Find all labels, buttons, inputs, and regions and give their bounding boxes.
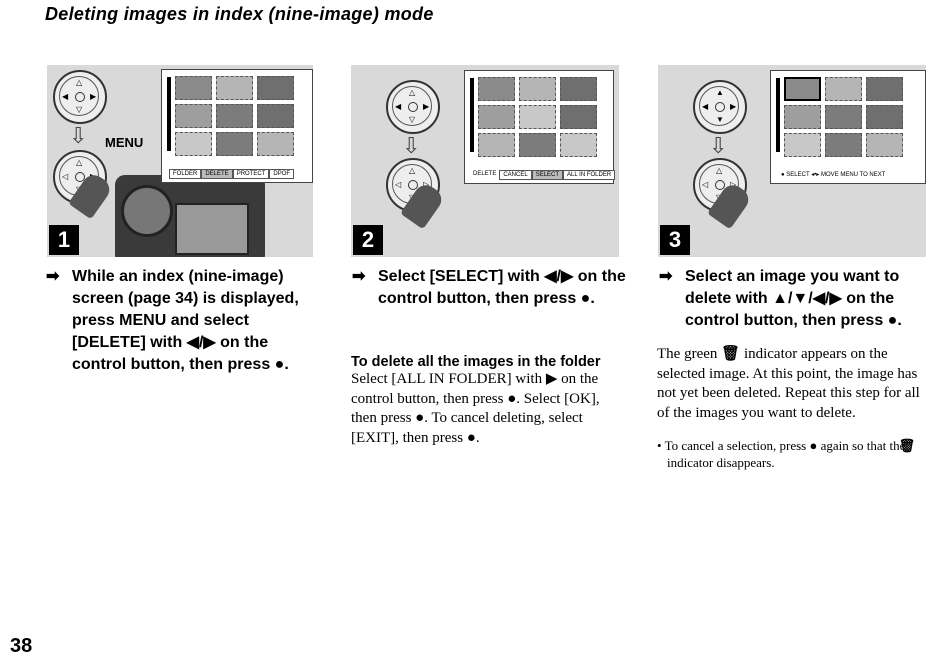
control-button-top: △▽◀▶ — [53, 70, 107, 124]
menu-label: MENU — [105, 135, 144, 150]
step-number-badge: 3 — [660, 225, 690, 255]
step3-text: ➡ Select an image you want to delete with… — [659, 266, 925, 332]
subsection-body: Select [ALL IN FOLDER] with ▶ on the con… — [351, 371, 600, 446]
down-arrow-icon: ⇩ — [69, 123, 88, 148]
control-button-top: △▽◀▶ — [386, 80, 440, 134]
step1-instruction: While an index (nine-image) screen (page… — [72, 268, 299, 373]
step1-illustration: △▽◀▶ ⇩ MENU △▽◁▶ FOLDER DELETE PROTECT D… — [47, 65, 313, 257]
index-screen: FOLDER DELETE PROTECT DPOF — [161, 69, 313, 183]
step1-text: ➡ While an index (nine-image) screen (pag… — [46, 266, 312, 376]
control-button-top: ▲▼◀▶ — [693, 80, 747, 134]
right-arrow-icon: ➡ — [352, 268, 366, 285]
step3-instruction: Select an image you want to delete with … — [685, 268, 902, 329]
down-arrow-icon: ⇩ — [709, 133, 728, 158]
trash-icon: 🗑 — [898, 438, 916, 453]
step-number-badge: 2 — [353, 225, 383, 255]
step2-illustration: △▽◀▶ ⇩ △▽◁▷ DELETE CANCEL SELECT ALL IN … — [351, 65, 619, 257]
index-screen: ● SELECT ◂•▸ MOVE MENU TO NEXT — [770, 70, 926, 184]
index-screen: DELETE CANCEL SELECT ALL IN FOLDER — [464, 70, 616, 184]
subheading: To delete all the images in the folder — [351, 354, 601, 370]
menu-bar: DELETE CANCEL SELECT ALL IN FOLDER — [470, 170, 616, 180]
step3-body: The green 🗑 indicator appears on the sel… — [657, 345, 927, 471]
menu-bar: FOLDER DELETE PROTECT DPOF — [169, 169, 295, 179]
step3-illustration: ▲▼◀▶ ⇩ △▽◁▷ ● SELECT ◂•▸ MOVE MENU TO NE… — [658, 65, 926, 257]
step-number-badge: 1 — [49, 225, 79, 255]
step2-text: ➡ Select [SELECT] with ◀/▶ on the control… — [352, 266, 628, 310]
step2-subsection: To delete all the images in the folder S… — [351, 337, 623, 448]
right-arrow-icon: ➡ — [46, 268, 60, 285]
page-title: Deleting images in index (nine-image) mo… — [45, 4, 434, 24]
down-arrow-icon: ⇩ — [402, 133, 421, 158]
page-number: 38 — [10, 635, 33, 657]
right-arrow-icon: ➡ — [659, 268, 673, 285]
camera-body — [115, 175, 265, 257]
status-line: ● SELECT ◂•▸ MOVE MENU TO NEXT — [778, 171, 889, 179]
trash-icon: 🗑 — [721, 346, 741, 362]
cancel-note: • To cancel a selection, press ● again s… — [657, 438, 916, 470]
step2-instruction: Select [SELECT] with ◀/▶ on the control … — [378, 268, 626, 307]
